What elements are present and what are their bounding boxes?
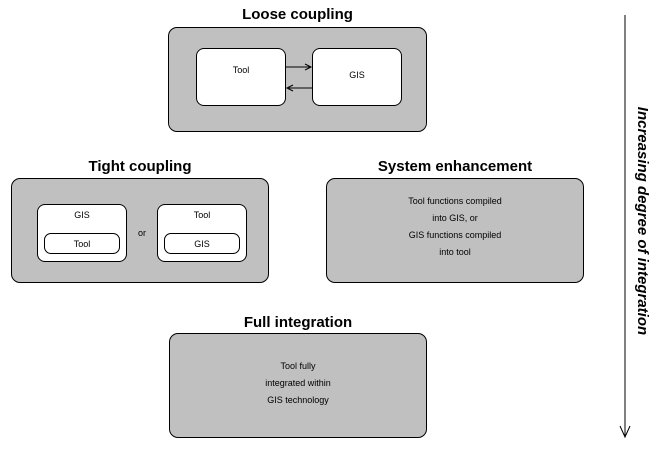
enhancement-line: into tool	[439, 247, 471, 257]
tool-label: Tool	[232, 65, 250, 75]
loose-coupling-title: Loose coupling	[242, 6, 353, 23]
gis-label: GIS	[349, 70, 365, 80]
enhancement-line: Tool functions compiled	[408, 196, 502, 206]
tool-outer-label: Tool	[193, 210, 211, 220]
system-enhancement-title: System enhancement	[377, 158, 533, 175]
full-integration-panel	[169, 333, 427, 438]
system-enhancement-panel	[326, 178, 584, 283]
enhancement-line: GIS functions compiled	[408, 230, 502, 240]
gis-inner-box: GIS	[164, 233, 240, 254]
gis-inner-label: GIS	[194, 239, 210, 249]
enhancement-line: into GIS, or	[432, 213, 478, 223]
integration-axis-label: Increasing degree of integration	[634, 106, 651, 336]
full-integration-line: integrated within	[265, 378, 331, 388]
full-integration-line: GIS technology	[267, 395, 329, 405]
gis-box: GIS	[312, 48, 402, 106]
gis-outer-box: GIS Tool	[37, 204, 127, 262]
or-label: or	[137, 228, 146, 238]
tool-outer-box: Tool GIS	[157, 204, 247, 262]
tool-inner-box: Tool	[44, 233, 120, 254]
full-integration-line: Tool fully	[280, 361, 316, 371]
tight-coupling-title: Tight coupling	[88, 158, 192, 175]
full-integration-title: Full integration	[243, 314, 353, 331]
enhancement-text: Tool functions compiled into GIS, or GIS…	[326, 193, 584, 261]
full-integration-text: Tool fully integrated within GIS technol…	[169, 358, 427, 409]
tool-inner-label: Tool	[73, 239, 91, 249]
tool-box: Tool	[196, 48, 286, 106]
gis-outer-label: GIS	[74, 210, 90, 220]
